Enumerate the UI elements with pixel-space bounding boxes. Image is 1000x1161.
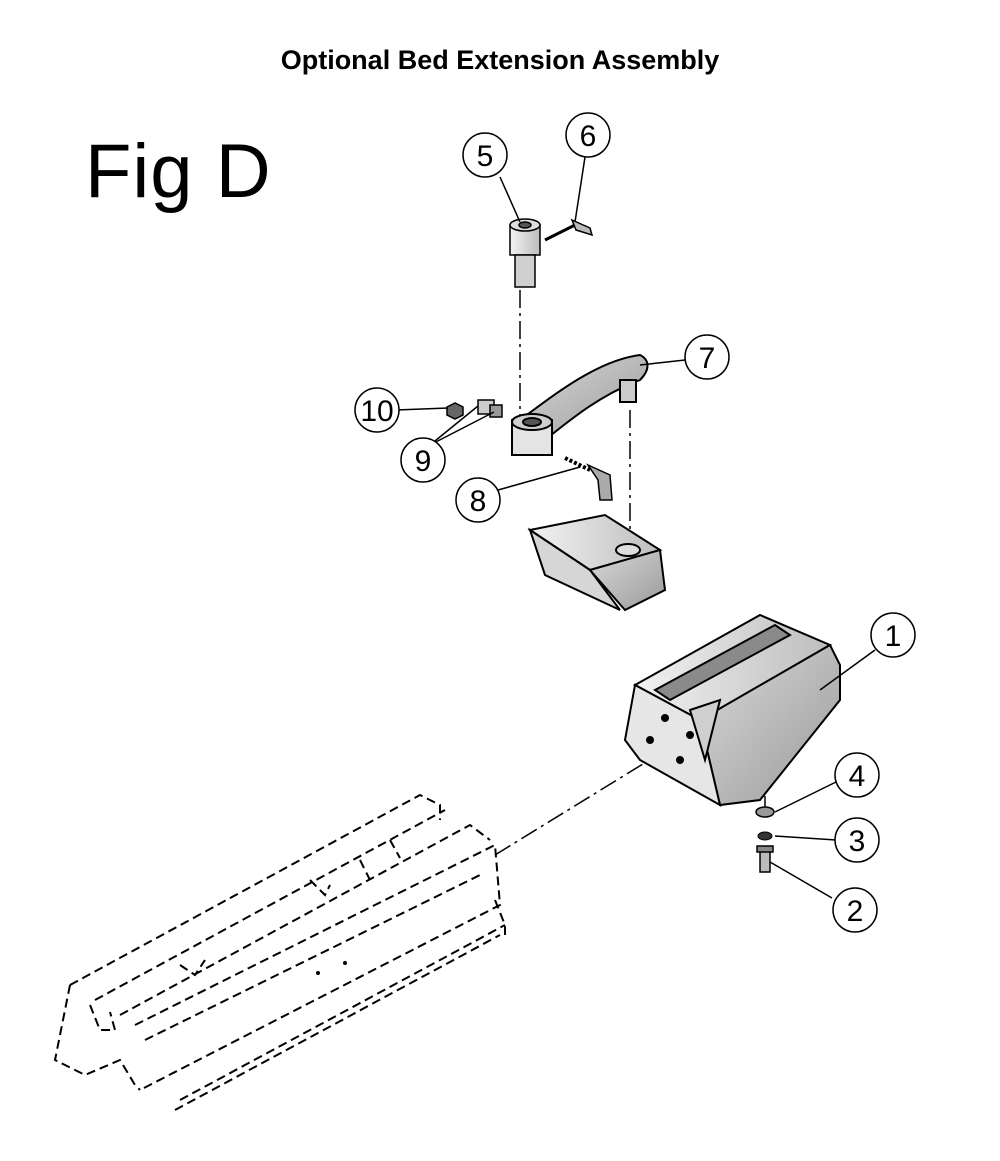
bolt-part-2 xyxy=(756,845,774,873)
callout-6-label: 6 xyxy=(580,120,597,153)
callout-4-label: 4 xyxy=(849,760,866,793)
banjo-arm-part-7 xyxy=(511,353,649,456)
lock-handle-part-6 xyxy=(544,218,594,242)
callout-9-label: 9 xyxy=(415,445,432,478)
pins-part-9 xyxy=(477,399,503,418)
callout-5: 5 xyxy=(462,132,508,178)
callout-10: 10 xyxy=(354,387,400,433)
callout-8-label: 8 xyxy=(470,485,487,518)
callout-5-label: 5 xyxy=(477,140,494,173)
callout-3-label: 3 xyxy=(849,825,866,858)
callout-8: 8 xyxy=(455,477,501,523)
flat-washer-part-4 xyxy=(755,806,775,818)
callout-6: 6 xyxy=(565,112,611,158)
callout-1: 1 xyxy=(870,612,916,658)
callout-10-label: 10 xyxy=(360,395,393,428)
tool-rest-post-part-5 xyxy=(509,218,541,288)
callout-1-label: 1 xyxy=(885,620,902,653)
figure-label: Fig D xyxy=(85,129,272,214)
bed-extension-block xyxy=(623,613,841,807)
callout-3: 3 xyxy=(834,817,880,863)
bed-hole xyxy=(316,971,320,975)
callout-2-label: 2 xyxy=(847,895,864,928)
bed-hole xyxy=(343,961,347,965)
callout-7-label: 7 xyxy=(699,342,716,375)
lathe-bed-phantom xyxy=(53,793,506,1111)
leader-lines xyxy=(395,156,876,899)
clamp-lever-part-8 xyxy=(564,456,613,501)
nut-part-10 xyxy=(446,402,464,420)
callout-9: 9 xyxy=(400,437,446,483)
diagram-title: Optional Bed Extension Assembly xyxy=(280,45,720,75)
callout-7: 7 xyxy=(684,334,730,380)
tool-rest-base xyxy=(527,513,667,612)
callout-2: 2 xyxy=(832,887,878,933)
callout-4: 4 xyxy=(834,752,880,798)
lock-washer-part-3 xyxy=(757,831,773,841)
